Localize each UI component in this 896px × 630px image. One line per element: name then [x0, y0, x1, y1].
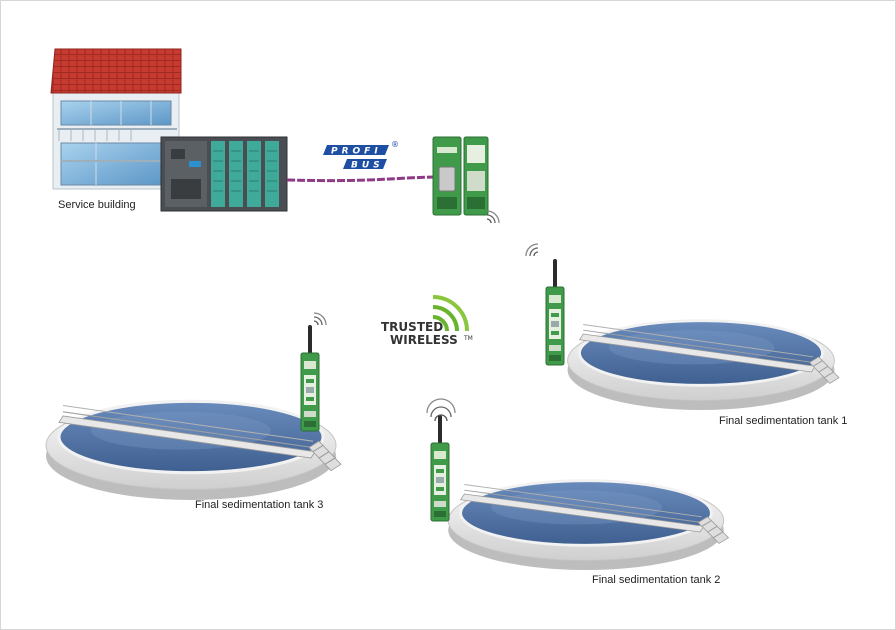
profibus-logo: PROFI BUS ®	[323, 140, 399, 171]
wireless-text: WIRELESS	[390, 333, 458, 347]
tank-2-wifi-signal-icon	[426, 398, 456, 422]
sedimentation-tank-3	[44, 399, 343, 502]
wireless-gateway	[432, 136, 489, 216]
service-building-label: Service building	[58, 199, 136, 211]
tank-3-wifi-signal-icon	[313, 312, 327, 326]
trademark-text: TM	[463, 335, 473, 342]
tank-1-radio-module	[545, 258, 565, 366]
tank-2-radio-module	[430, 414, 450, 522]
sedimentation-tank-2	[446, 479, 730, 572]
tank-2-label: Final sedimentation tank 2	[592, 574, 721, 586]
tank-1-wifi-signal-icon	[525, 243, 539, 257]
profibus-cable	[286, 175, 434, 183]
trusted-text: TRUSTED	[381, 320, 443, 334]
tank-3-label: Final sedimentation tank 3	[195, 499, 324, 511]
sedimentation-tank-1	[566, 319, 841, 412]
profibus-text-top: PROFI	[331, 147, 382, 157]
gateway-wifi-signal-icon	[486, 210, 500, 224]
profibus-text-bottom: BUS	[351, 161, 384, 171]
service-building	[50, 48, 182, 190]
tank-1-label: Final sedimentation tank 1	[719, 415, 848, 427]
trusted-wireless-logo: TRUSTED WIRELESS TM	[381, 295, 473, 347]
registered-mark: ®	[391, 140, 399, 149]
tank-3-radio-module	[300, 324, 320, 432]
plc-rack	[160, 136, 288, 212]
